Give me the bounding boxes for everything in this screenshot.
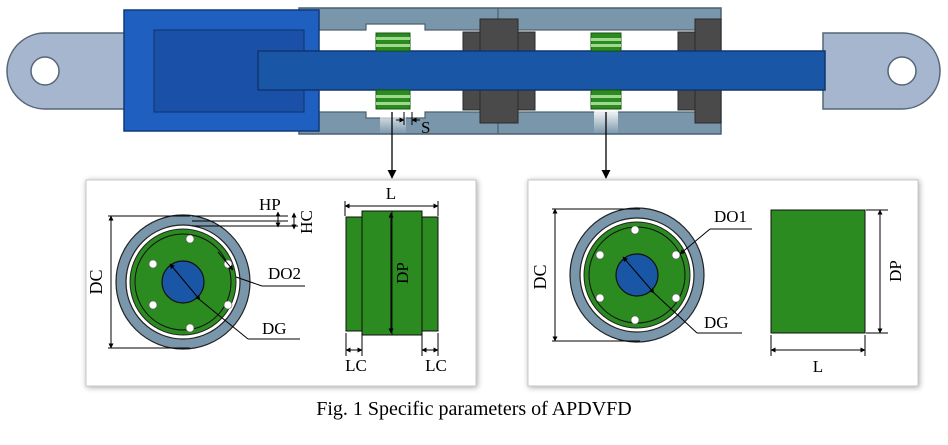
label-dg-2: DG — [704, 313, 729, 332]
piston-side-view-1 — [345, 210, 439, 336]
detail-panel-1: DC HP HC DO2 DG L DP — [85, 179, 477, 387]
left-lug-hole — [30, 56, 60, 86]
figure-caption: Fig. 1 Specific parameters of APDVFD — [316, 398, 632, 420]
right-lug-hole — [887, 56, 917, 86]
label-do1: DO1 — [714, 207, 747, 226]
label-do2: DO2 — [268, 264, 301, 283]
left-lug — [6, 32, 126, 110]
cross-section-2 — [569, 207, 705, 343]
piston-rod — [257, 50, 826, 91]
label-hp: HP — [259, 195, 281, 214]
label-l-1: L — [386, 184, 396, 203]
piston-1 — [375, 32, 411, 110]
label-dc-2: DC — [530, 264, 550, 289]
label-lc-right: LC — [425, 356, 447, 375]
label-dp-2: DP — [886, 260, 905, 282]
label-dc-1: DC — [86, 269, 106, 294]
detail-panel-2: DC DO1 DG DP L — [527, 179, 919, 387]
damper-assembly: S — [6, 7, 941, 179]
cross-section-1 — [115, 214, 251, 350]
label-dp-1: DP — [393, 262, 412, 284]
s-dimension — [396, 112, 420, 125]
glow-1 — [380, 110, 406, 134]
label-lc-left: LC — [345, 356, 367, 375]
right-lug — [822, 32, 941, 110]
piston-side-view-2 — [770, 209, 866, 334]
label-s: S — [421, 118, 430, 137]
label-l-2: L — [813, 357, 823, 376]
label-hc: HC — [297, 210, 316, 234]
label-dg-1: DG — [262, 319, 287, 338]
piston-2 — [590, 32, 622, 110]
